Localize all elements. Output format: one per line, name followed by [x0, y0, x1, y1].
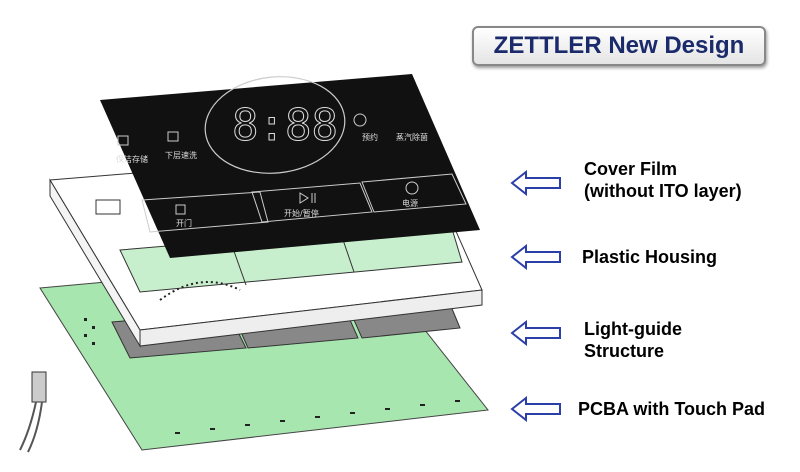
clock-icon [353, 113, 367, 127]
label-line: Cover Film [584, 159, 678, 179]
title-banner: ZETTLER New Design [472, 26, 766, 66]
cover-film [100, 74, 480, 258]
label-line: (without ITO layer) [584, 181, 742, 201]
icon-label-lower-wash: 下层速洗 [165, 150, 197, 160]
digit-display: 8:88 [232, 100, 338, 151]
power-icon [405, 181, 419, 195]
label-cover-film: Cover Film (without ITO layer) [584, 158, 742, 202]
label-line: Light-guide [584, 319, 682, 339]
arrow-left-icon [510, 244, 561, 270]
button-label-door: 开门 [176, 218, 192, 228]
icon-label-storage: 保洁存储 [116, 154, 148, 164]
arrow-left-icon [510, 396, 561, 422]
wash-icon [167, 131, 179, 142]
connector-cable [19, 371, 47, 453]
storage-icon [117, 135, 129, 146]
arrow-left-icon [510, 320, 561, 346]
display-ring [204, 76, 346, 174]
icon-label-steam: 蒸汽除菌 [396, 132, 428, 142]
button-label-start-pause: 开始/暂停 [284, 208, 319, 218]
arrow-left-icon [510, 170, 561, 196]
door-icon [175, 204, 186, 215]
label-plastic-housing: Plastic Housing [582, 247, 718, 267]
button-label-power: 电源 [402, 198, 418, 208]
touch-buttons-outline [141, 173, 467, 233]
label-light-guide: Light-guide Structure [584, 318, 682, 362]
pcb-pads [84, 318, 460, 434]
play-pause-icon [299, 192, 316, 204]
icon-label-schedule: 预约 [362, 132, 378, 142]
label-pcba: PCBA with Touch Pad [578, 399, 765, 419]
label-line: Structure [584, 341, 665, 361]
